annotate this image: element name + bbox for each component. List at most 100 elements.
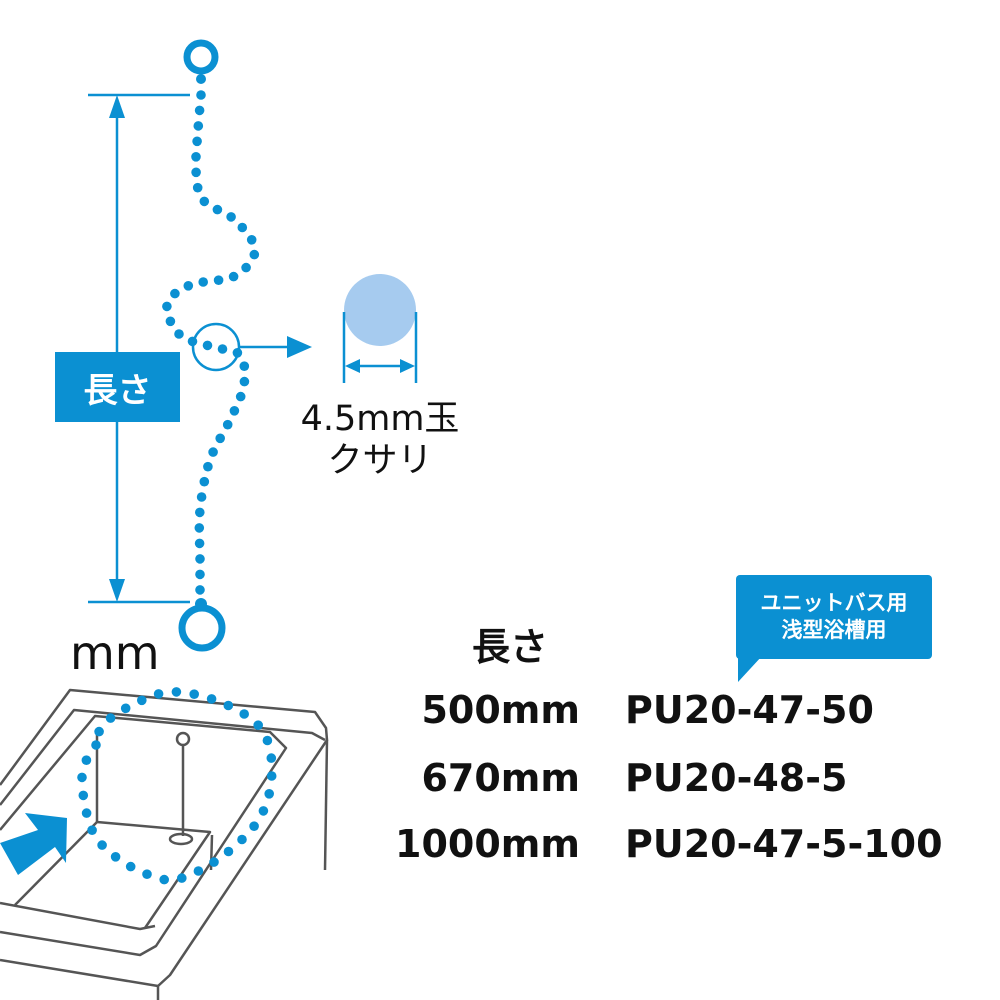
chain-bead [237, 222, 248, 233]
chain-bead [203, 461, 213, 472]
chain-bead [110, 852, 121, 862]
tub-chain-beads [77, 687, 277, 885]
chain-bead [195, 554, 205, 564]
chain-bead [78, 790, 89, 801]
chain-bead [223, 700, 234, 711]
chain-bead [191, 152, 201, 162]
chain-bead [142, 869, 152, 879]
chain-bead [206, 694, 217, 704]
chain-bead [171, 687, 182, 697]
magnifier-arrow-icon [287, 336, 312, 358]
table-row: 500mm PU20-47-50 [390, 688, 970, 738]
chain-bead [196, 90, 206, 100]
enlarged-bead-icon [344, 274, 416, 346]
chain-bead [91, 740, 101, 750]
chain-bead [97, 840, 107, 850]
chain-bead [258, 806, 269, 816]
chain-bead [198, 277, 208, 287]
chain-bead [191, 167, 201, 178]
table-row: 1000mm PU20-47-5-100 [390, 822, 970, 872]
bead-description: 4.5mm玉 クサリ [285, 398, 475, 482]
chain-bead [137, 695, 147, 706]
row-code: PU20-48-5 [625, 756, 848, 800]
chain-bead [228, 271, 239, 282]
chain-bead [266, 753, 277, 763]
bead-size-label: 4.5mm玉 [300, 399, 460, 439]
bead-diameter-dimension [342, 312, 418, 383]
row-code: PU20-47-5-100 [625, 822, 943, 866]
chain-bead [249, 821, 259, 831]
length-dimension-label: 長さ [55, 352, 180, 422]
chain-bead [249, 249, 260, 260]
table-row: 670mm PU20-48-5 [390, 756, 970, 806]
chain-bead [94, 726, 104, 737]
chain-bead [192, 182, 203, 193]
dimension-arrow-top [109, 95, 125, 118]
chain-bead [81, 755, 92, 765]
chain-bead [77, 772, 87, 783]
bathtub-outline [0, 688, 329, 1000]
chain-beads [162, 90, 260, 595]
chain-bead [253, 720, 263, 730]
chain-bead [196, 492, 207, 502]
row-length: 500mm [421, 688, 580, 732]
chain-bead [170, 288, 180, 299]
chain-bead [125, 861, 136, 872]
callout-line-shallow-tub: 浅型浴槽用 [781, 618, 887, 642]
chain-bead [194, 105, 205, 116]
chain-bead [262, 735, 273, 746]
top-ring-icon [183, 39, 219, 75]
chain-bead [235, 391, 246, 402]
bottom-ring-icon [178, 604, 226, 652]
magnifier-circle [191, 322, 241, 372]
usage-callout: ユニットバス用 浅型浴槽用 [736, 575, 932, 659]
row-code: PU20-47-50 [625, 688, 874, 732]
chain-bead [264, 789, 275, 799]
chain-bead [215, 433, 225, 444]
dimension-lines [88, 93, 190, 604]
chain-bead [222, 419, 233, 430]
chain-bead [195, 585, 205, 595]
chain-bead [153, 689, 164, 699]
chain-bead [177, 873, 187, 883]
chain-bead [194, 538, 205, 549]
chain-bead [241, 262, 251, 273]
callout-tail [738, 656, 762, 682]
chain-bead [105, 713, 116, 723]
chain-bead [239, 709, 249, 719]
chain-bead [189, 689, 199, 699]
chain-bead [81, 808, 92, 818]
chain-bead [223, 846, 234, 857]
dimension-arrow-bottom [109, 579, 125, 602]
chain-bead [159, 874, 169, 885]
table-header-length: 長さ [472, 625, 549, 669]
chain-bead [183, 281, 194, 291]
chain-bead [202, 340, 213, 351]
chain-bead [192, 136, 202, 147]
bottom-ring-link [195, 598, 207, 610]
chain-bead [120, 703, 131, 714]
chain-bead [209, 857, 219, 867]
bead-type-label: クサリ [327, 441, 433, 481]
chain-bead [229, 406, 240, 416]
chain-bead [266, 771, 277, 781]
chain-bead [217, 344, 228, 354]
chain-bead [194, 523, 205, 533]
chain-bead [195, 569, 205, 580]
unit-label: mm [70, 626, 160, 680]
drain-chain [168, 731, 194, 846]
chain-bead [199, 476, 210, 487]
chain-bead [246, 235, 257, 245]
chain-bead [87, 825, 97, 835]
chain-bead [212, 204, 223, 215]
pointer-arrow-icon [0, 813, 67, 875]
chain-bead [195, 507, 205, 518]
chain-bead [213, 275, 224, 286]
diameter-arrow-left [345, 359, 360, 373]
chain-bead [174, 329, 184, 339]
chain-bead [165, 316, 176, 327]
chain-bead [239, 376, 250, 387]
chain-bead [208, 447, 218, 457]
callout-line-unit-bath: ユニットバス用 [760, 590, 908, 615]
